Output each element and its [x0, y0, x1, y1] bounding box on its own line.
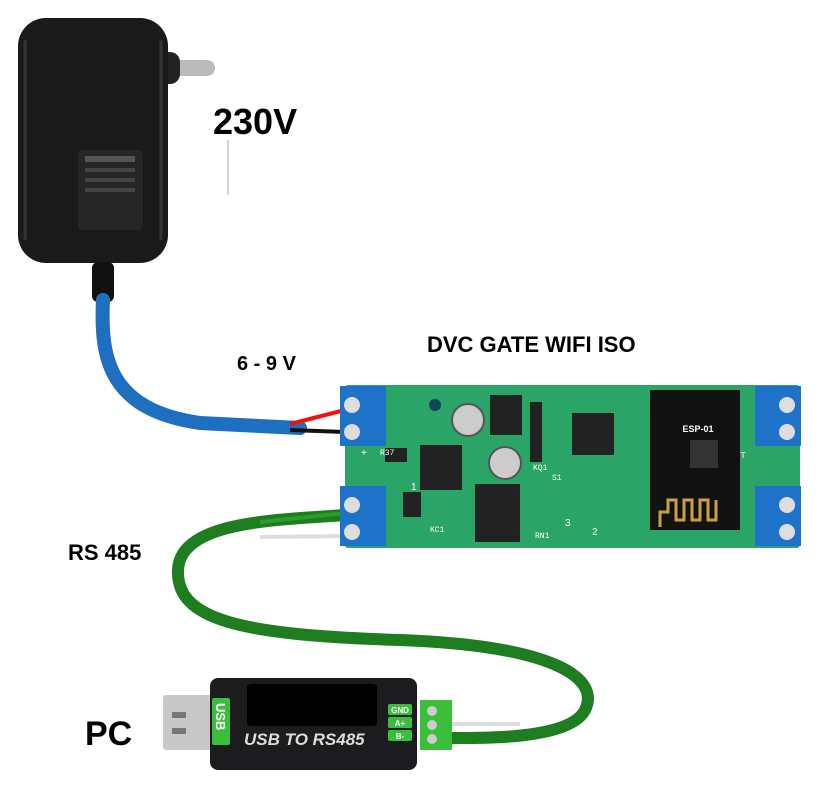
capacitor	[451, 403, 485, 437]
dvc-gate-board: DVC GATE WIFI ISO R37 KC1 S1 KQ1 RN1 +T …	[340, 332, 801, 548]
usb-tag: USB	[213, 703, 228, 730]
esp01-label: ESP-01	[682, 424, 713, 434]
usb-rs485-converter: USB USB TO RS485 GND A+ B-	[163, 678, 452, 770]
white-wire-board	[259, 534, 346, 539]
silk-s1: S1	[552, 474, 562, 483]
power-cable	[95, 293, 307, 435]
power-adapter	[18, 18, 215, 302]
red-wire	[289, 408, 346, 426]
silk-t: +T	[735, 451, 746, 461]
capacitor	[488, 446, 522, 480]
silk-r37: R37	[380, 449, 395, 458]
regulator	[420, 445, 462, 490]
pin-a-plus: A+	[395, 719, 406, 728]
pin-gnd: GND	[391, 706, 409, 715]
supply-voltage-label: 6 - 9 V	[237, 353, 297, 375]
terminal-rs485	[340, 486, 386, 546]
silk-1: 1	[411, 482, 417, 493]
terminal-right-top	[755, 386, 801, 446]
rs485-label: RS 485	[68, 540, 141, 565]
silk-3: 3	[565, 518, 571, 529]
converter-title: USB TO RS485	[244, 730, 365, 749]
cable-strain-relief	[92, 262, 114, 302]
mains-voltage-label: 230V	[213, 101, 297, 142]
terminal-right-bottom	[755, 486, 801, 546]
rs485-cable	[171, 509, 594, 745]
pc-label: PC	[85, 715, 132, 753]
pin-b-minus: B-	[396, 732, 405, 741]
mcu-chip	[572, 413, 614, 455]
usb-plug	[163, 695, 215, 750]
silk-kq1: KQ1	[533, 464, 548, 473]
silk-rn1: RN1	[535, 532, 550, 541]
device-name-label: DVC GATE WIFI ISO	[427, 332, 636, 357]
isolator-chip	[475, 484, 520, 542]
silk-2: 2	[592, 527, 598, 538]
terminal-power	[340, 386, 386, 446]
black-wire	[289, 428, 346, 434]
silk-plus: +	[361, 448, 367, 459]
antenna-trace	[658, 498, 718, 527]
silk-kc1: KC1	[430, 526, 445, 535]
